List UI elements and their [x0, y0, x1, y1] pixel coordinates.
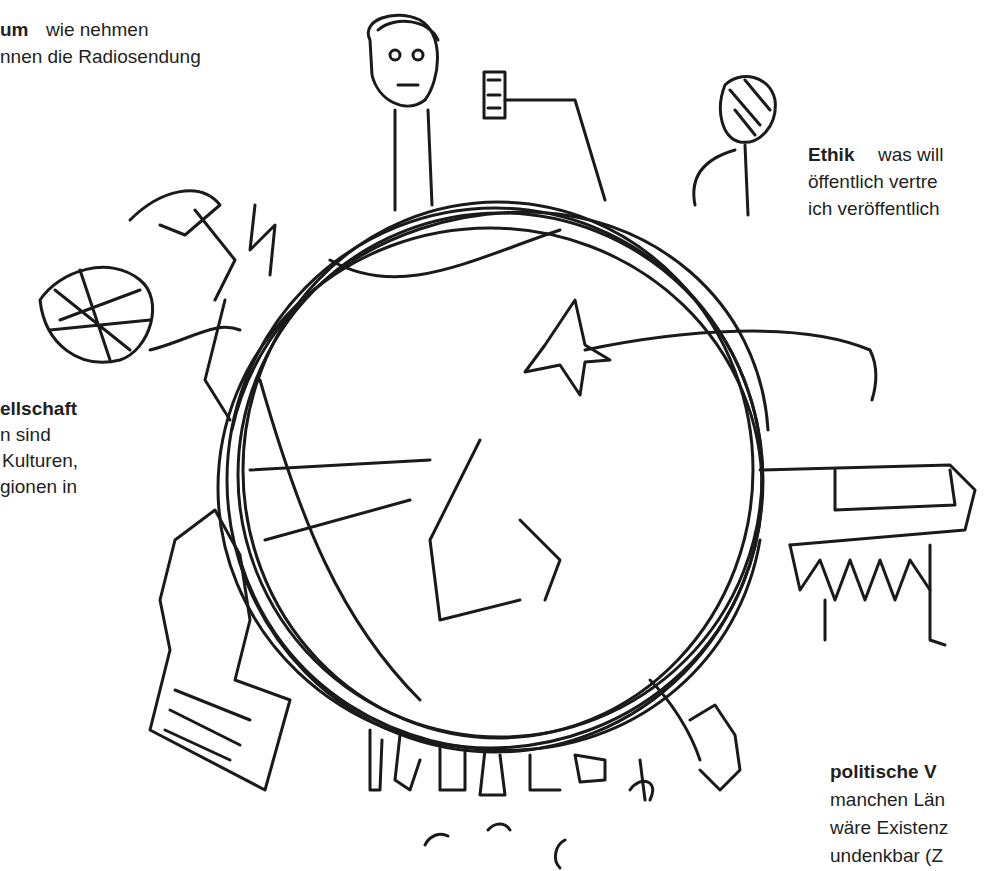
radio-people: [368, 15, 775, 215]
bottom-marks: [425, 824, 565, 868]
topic-heading: politische V: [830, 760, 937, 784]
topic-heading: Ethik: [808, 143, 854, 167]
bottom-left-block: [150, 510, 290, 790]
globe: [218, 202, 768, 752]
topic-heading: ellschaft: [0, 397, 77, 421]
topic-text: wie nehmen: [46, 18, 148, 42]
topic-text: ich veröffentlich: [808, 197, 940, 221]
topic-text: gionen in: [0, 475, 77, 499]
topic-heading: um: [0, 18, 29, 42]
topic-text: undenkbar (Z: [830, 844, 943, 868]
globe-interior-lines: [250, 230, 876, 700]
left-figures: [40, 191, 275, 420]
topic-text: öffentlich vertre: [808, 170, 938, 194]
topic-text: wäre Existenz: [830, 816, 948, 840]
topic-text: Kulturen,: [2, 449, 78, 473]
topic-text: nnen die Radiosendung: [0, 45, 201, 69]
bottom-figures: [370, 680, 740, 800]
topic-text: n sind: [0, 423, 51, 447]
topic-text: was will: [878, 143, 943, 167]
right-bench: [760, 465, 975, 645]
topic-text: manchen Län: [830, 788, 945, 812]
